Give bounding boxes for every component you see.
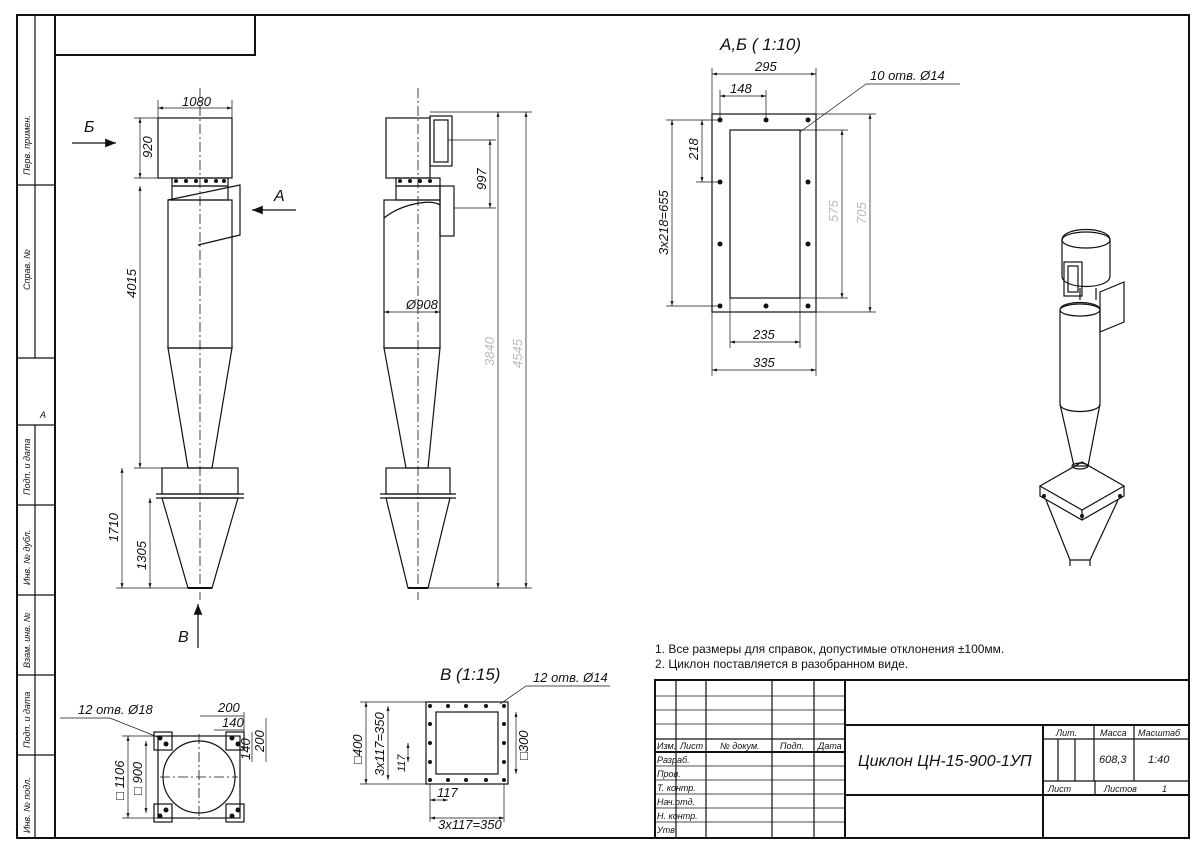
- dim-body-height: 4015: [124, 268, 139, 298]
- side-strip-labels: Перв. примен. Справ. № Подп. и дата Инв.…: [22, 115, 46, 833]
- tb-sheets-label: Листов: [1103, 784, 1137, 794]
- section-ab: А,Б ( 1:10) 295 148 218 3x218=655 575 70…: [656, 35, 960, 376]
- flange-opening: [729, 129, 801, 299]
- sheet-frame: [16, 14, 1190, 839]
- strip-vzam-inv: Взам. инв. №: [22, 612, 32, 668]
- v-dim-pitch-total-h: 3x117=350: [438, 817, 503, 832]
- plan-dim-inner: □ 900: [130, 761, 145, 795]
- strip-inv-podl: Инв. № подл.: [22, 777, 32, 833]
- side-body-cylinder: [383, 199, 441, 349]
- ab-dim-outer-w: 335: [753, 355, 775, 370]
- arrow-v-label: В: [178, 629, 189, 646]
- plan-holes-callout: 12 отв. Ø18: [78, 702, 153, 717]
- ab-dim-w-outer: 295: [754, 59, 777, 74]
- tb-header-doc: № докум.: [720, 741, 760, 751]
- front-inlet-box: [157, 117, 233, 179]
- plan-view: 12 отв. Ø18 200 140 140 200 □ 1106 □ 900: [60, 700, 267, 823]
- side-outlet-box: [385, 117, 431, 179]
- strip-format-mark: А: [39, 410, 46, 420]
- front-side-inlet: [167, 184, 241, 246]
- strip-inv-dubl: Инв. № дубл.: [22, 530, 32, 585]
- plan-dim-outer: □ 1106: [112, 760, 127, 800]
- side-view-dims: Ø908 997 3840 4545: [384, 111, 532, 589]
- plan-dim-w140: 140: [222, 715, 244, 730]
- dim-outlet-h: 997: [474, 168, 489, 190]
- ab-dim-outer-h: 705: [854, 202, 869, 224]
- dim-cone-height: 1305: [134, 540, 149, 570]
- tb-sheets-value: 1: [1162, 784, 1167, 794]
- tb-designation: Циклон ЦН-15-900-1УП: [858, 753, 1032, 770]
- isometric-view: [1038, 229, 1126, 566]
- arrow-a-label: А: [273, 188, 285, 205]
- ab-dim-w-half: 148: [730, 81, 752, 96]
- dim-diameter: Ø908: [405, 297, 439, 312]
- tb-role-utv: Утв.: [656, 825, 677, 835]
- side-view: [380, 88, 456, 600]
- section-v-outer: [425, 701, 509, 785]
- dim-mid-height: 3840: [482, 336, 497, 366]
- strip-sprav-no: Справ. №: [22, 249, 32, 290]
- dim-inlet-height: 920: [140, 136, 155, 158]
- tb-role-t-kontr: Т. контр.: [657, 783, 696, 793]
- dim-top-width: 1080: [182, 94, 212, 109]
- tb-role-nach-otd: Нач.отд.: [657, 797, 695, 807]
- ab-dim-pitch: 218: [686, 138, 701, 161]
- v-dim-pitch-h: 117: [437, 785, 458, 800]
- dim-base-height: 1710: [106, 512, 121, 542]
- ab-holes-callout: 10 отв. Ø14: [870, 68, 945, 83]
- tb-role-razrab: Разраб.: [657, 755, 690, 765]
- section-v-opening: [435, 711, 499, 775]
- section-ab-title: А,Б ( 1:10): [719, 35, 801, 54]
- v-dim-outer: □400: [350, 734, 365, 764]
- plan-dim-h200: 200: [252, 730, 267, 753]
- plan-dim-w200: 200: [217, 700, 240, 715]
- section-v-title: В (1:15): [440, 665, 500, 684]
- tb-header-data: Дата: [817, 741, 842, 751]
- tb-header-list: Лист: [679, 741, 704, 751]
- title-block: Изм. Лист № докум. Подп. Дата Разраб. Пр…: [654, 679, 1190, 839]
- plan-dim-h140: 140: [238, 738, 253, 760]
- tb-sheet-label: Лист: [1047, 784, 1072, 794]
- tb-mass-label: Масса: [1100, 728, 1127, 738]
- side-cone: [383, 347, 441, 469]
- ab-dim-inner-h: 575: [826, 200, 841, 222]
- dim-total-height: 4545: [510, 338, 525, 368]
- v-holes-callout: 12 отв. Ø14: [533, 670, 608, 685]
- strip-podp-data-1: Подп. и дата: [22, 439, 32, 495]
- v-dim-pitch: 117: [396, 754, 408, 772]
- v-dim-pitch-total-v: 3x117=350: [372, 711, 387, 776]
- ab-dim-inner-w: 235: [752, 327, 775, 342]
- front-view: [156, 88, 244, 600]
- notes: 1. Все размеры для справок, допустимые о…: [655, 642, 1004, 671]
- note-2: 2. Циклон поставляется в разобранном вид…: [655, 657, 908, 671]
- tb-header-podp: Подп.: [780, 741, 804, 751]
- front-view-dims: 1080 920 4015 1710 1305 Б А В: [72, 94, 296, 648]
- tb-lit-label: Лит.: [1055, 728, 1077, 738]
- ab-dim-pitch-total: 3x218=655: [656, 190, 671, 255]
- v-dim-inner: □300: [516, 730, 531, 760]
- tb-mass-value: 608,3: [1099, 754, 1127, 766]
- tb-role-prov: Пров.: [657, 769, 681, 779]
- note-1: 1. Все размеры для справок, допустимые о…: [655, 642, 1004, 656]
- strip-perv-primen: Перв. примен.: [22, 115, 32, 175]
- arrow-b-label: Б: [84, 119, 94, 136]
- tb-scale-label: Масштаб: [1138, 728, 1181, 738]
- tb-header-izm: Изм.: [657, 741, 676, 751]
- tb-role-n-kontr: Н. контр.: [657, 811, 698, 821]
- strip-podp-data-2: Подп. и дата: [22, 692, 32, 748]
- section-v: В (1:15) 12 отв. Ø14 □400 3x117=350 117 …: [350, 665, 610, 832]
- tb-scale-value: 1:40: [1148, 754, 1170, 766]
- flange-outer: [711, 113, 817, 313]
